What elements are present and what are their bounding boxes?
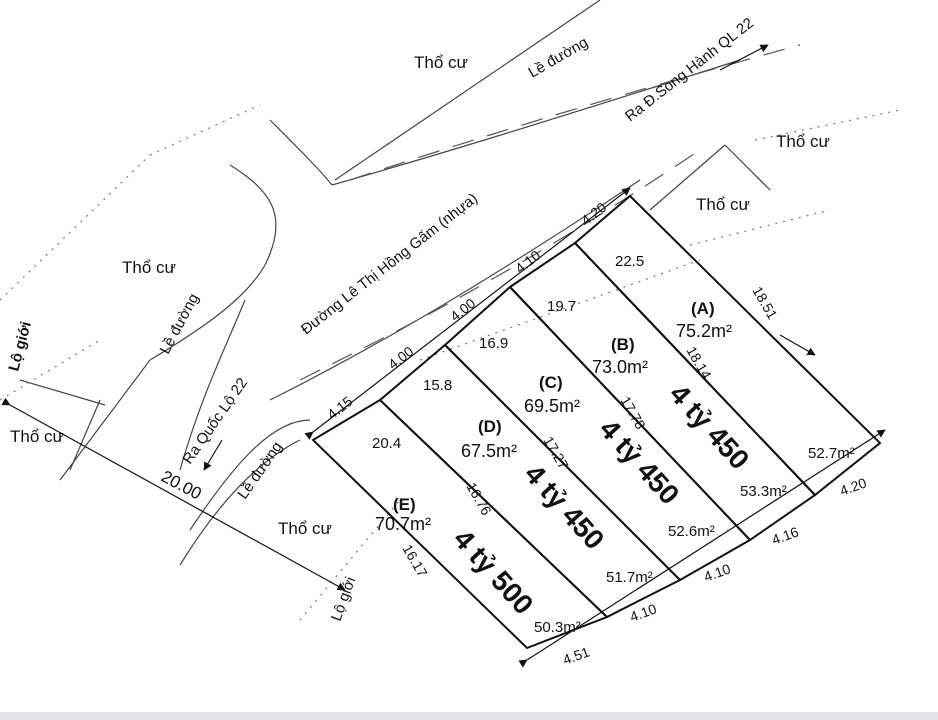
label-le-duong-left: Lề đường bbox=[157, 291, 203, 357]
lot-a-id: (A) bbox=[691, 299, 715, 318]
lot-d-price: 4 tỷ 450 bbox=[519, 458, 611, 555]
lot-a-front-area: 22.5 bbox=[615, 253, 644, 270]
rear-dim-b: 4.16 bbox=[770, 523, 801, 547]
lot-e-rear-area: 50.3m² bbox=[534, 619, 581, 636]
lot-e-area: 70.7m² bbox=[375, 514, 431, 534]
dotted-left bbox=[0, 339, 101, 401]
lot-d-rear-area: 51.7m² bbox=[606, 569, 653, 586]
label-road-width: 20.00 bbox=[158, 467, 204, 504]
side-road-edge-3 bbox=[69, 399, 101, 471]
side-dim-1: 16.17 bbox=[399, 542, 430, 581]
label-song-hanh: Ra Đ.Song Hành QL 22 bbox=[622, 15, 757, 126]
label-tho-cu-left: Thổ cư bbox=[122, 258, 176, 277]
lot-e-front-area: 20.4 bbox=[372, 435, 401, 452]
lot-c-rear-area: 52.6m² bbox=[668, 523, 715, 540]
label-quoc-lo: Ra Quốc Lộ 22 bbox=[179, 375, 251, 467]
label-tho-cu-right: Thổ cư bbox=[696, 195, 750, 214]
dotted-right-2 bbox=[754, 109, 901, 141]
lot-b-rear-area: 53.3m² bbox=[740, 483, 787, 500]
bottom-bar bbox=[0, 712, 938, 720]
lot-c-id: (C) bbox=[539, 373, 563, 392]
upper-left-line bbox=[19, 379, 106, 406]
lot-a-area: 75.2m² bbox=[676, 321, 732, 341]
lot-a-rear-area: 52.7m² bbox=[808, 445, 855, 462]
upper-curb-line bbox=[334, 0, 601, 181]
label-le-duong-top: Lề đường bbox=[526, 34, 591, 82]
label-le-duong-bottom: Lề đường bbox=[234, 439, 286, 503]
dotted-upper-left bbox=[0, 154, 151, 301]
song-hanh-arrow bbox=[719, 44, 769, 71]
lot-b-area: 73.0m² bbox=[592, 357, 648, 377]
quoc-lo-arrow bbox=[203, 439, 223, 471]
right-lot-line-2 bbox=[649, 144, 726, 211]
rear-dim-line bbox=[518, 429, 886, 668]
junction-curve-upper bbox=[149, 164, 277, 361]
label-tho-cu-bottom: Thổ cư bbox=[278, 519, 332, 538]
label-tho-cu-right-top: Thổ cư bbox=[776, 132, 830, 151]
lot-b-price: 4 tỷ 450 bbox=[664, 378, 756, 475]
front-dim-d: 4.00 bbox=[385, 343, 416, 373]
centerline-main bbox=[349, 44, 801, 181]
junction-curve-left bbox=[269, 119, 333, 186]
lot-c-area: 69.5m² bbox=[524, 396, 580, 416]
rear-dim-a: 4.20 bbox=[838, 474, 869, 498]
lot-e-id: (E) bbox=[393, 495, 416, 514]
side-dim-2: 16.76 bbox=[463, 480, 494, 519]
label-tho-cu-top: Thổ cư bbox=[414, 53, 468, 72]
upper-curb-inner bbox=[331, 59, 741, 186]
front-dim-line bbox=[304, 187, 631, 440]
lot-b-id: (B) bbox=[611, 335, 635, 354]
lot-d-front-area: 15.8 bbox=[423, 377, 452, 394]
front-dim-b: 4.10 bbox=[512, 247, 543, 277]
dimension-arrows bbox=[1, 44, 886, 668]
right-side-arrow bbox=[779, 334, 816, 356]
label-lo-gioi-left: Lộ giới bbox=[5, 320, 35, 373]
lot-b-front-area: 19.7 bbox=[547, 298, 576, 315]
lot-c-front-area: 16.9 bbox=[479, 335, 508, 352]
label-tho-cu-far-left: Thổ cư bbox=[10, 427, 64, 446]
label-lo-gioi-bottom: Lộ giới bbox=[328, 575, 360, 624]
rear-dim-e: 4.51 bbox=[561, 643, 592, 667]
road-width-line bbox=[1, 397, 346, 591]
side-dim-6: 18.51 bbox=[749, 284, 780, 323]
right-lot-line bbox=[724, 144, 771, 191]
dotted-right-1 bbox=[689, 209, 831, 246]
dotted-mid-left bbox=[149, 104, 261, 156]
lot-d-id: (D) bbox=[478, 417, 502, 436]
lot-d-area: 67.5m² bbox=[461, 441, 517, 461]
